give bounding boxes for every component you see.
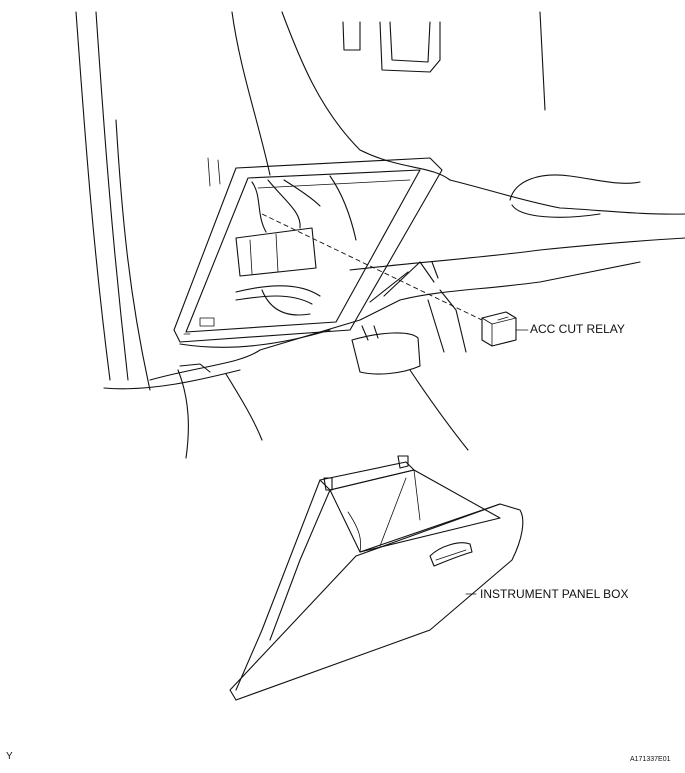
relay-location-dashed-line xyxy=(261,213,483,321)
instrument-panel-box-part xyxy=(229,455,524,701)
instrument-panel-box-label: INSTRUMENT PANEL BOX xyxy=(480,587,629,601)
acc-cut-relay-label: ACC CUT RELAY xyxy=(530,322,625,336)
acc-cut-relay-part xyxy=(481,311,517,347)
figure-code: A171337E01 xyxy=(630,756,671,763)
dashboard-lower-panel xyxy=(75,11,685,459)
corner-mark: Y xyxy=(6,751,13,762)
